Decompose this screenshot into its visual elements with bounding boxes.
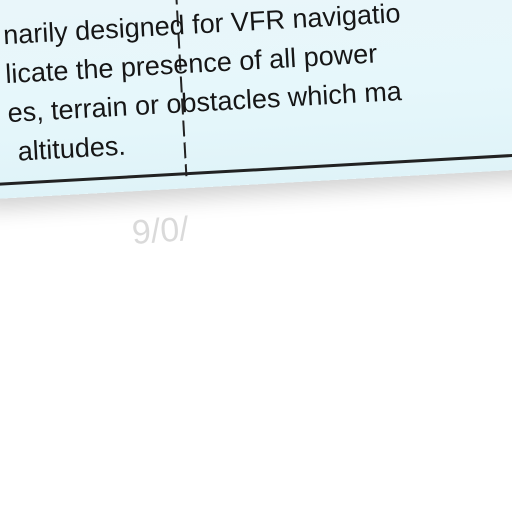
note-panel: narily designed for VFR navigatio licate… — [0, 0, 512, 200]
vfr-disclaimer-text: narily designed for VFR navigatio licate… — [2, 0, 408, 172]
faded-show-through-text: 9/0/ — [130, 210, 190, 252]
